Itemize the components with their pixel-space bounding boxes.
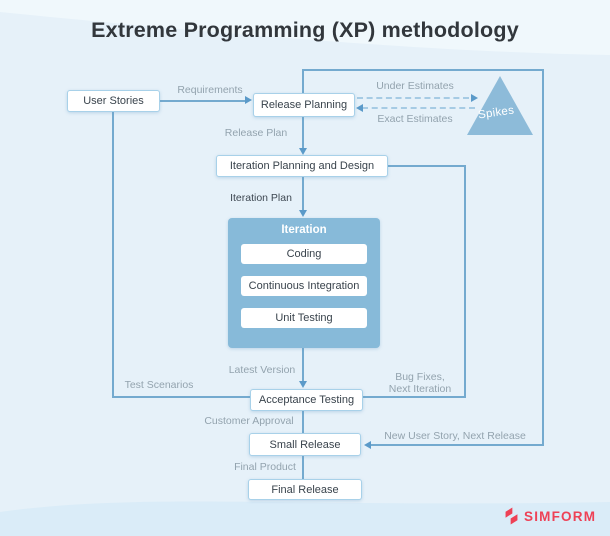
iteration-container: Iteration Coding Continuous Integration …: [228, 218, 380, 348]
connector-test-scenarios-vertical: [112, 112, 114, 398]
connector-bugfix-right: [464, 165, 466, 397]
simform-logo: SIMFORM: [503, 506, 596, 526]
edge-label-customer-approval: Customer Approval: [204, 415, 294, 427]
edge-label-bug-fixes-line2: Next Iteration: [388, 383, 452, 395]
edge-label-latest-version: Latest Version: [228, 364, 296, 376]
connector-iteration-plan: [302, 177, 304, 211]
connector-loop-top: [302, 69, 544, 71]
connector-loop-right: [542, 69, 544, 445]
node-unit-testing: Unit Testing: [241, 308, 367, 328]
arrowhead-requirements: [245, 96, 252, 104]
connector-release-plan: [302, 117, 304, 150]
connector-bugfix-into-acceptance: [363, 396, 466, 398]
connector-exact-estimates: [362, 107, 475, 109]
node-acceptance-testing: Acceptance Testing: [250, 389, 363, 411]
connector-test-scenarios-horizontal: [112, 396, 250, 398]
connector-new-user-story: [369, 444, 544, 446]
iteration-title: Iteration: [281, 224, 327, 236]
edge-label-exact-estimates: Exact Estimates: [377, 113, 453, 125]
edge-label-test-scenarios: Test Scenarios: [124, 379, 194, 391]
connector-loop-into-release-planning: [302, 70, 304, 93]
edge-label-bug-fixes: Bug Fixes, Next Iteration: [380, 371, 460, 395]
connector-requirements: [160, 100, 246, 102]
spikes-triangle: [467, 76, 533, 135]
arrowhead-under-estimates: [471, 94, 478, 102]
arrowhead-new-user-story: [364, 441, 371, 449]
node-continuous-integration: Continuous Integration: [241, 276, 367, 296]
node-user-stories: User Stories: [67, 90, 160, 112]
node-release-planning: Release Planning: [253, 93, 355, 117]
edge-label-under-estimates: Under Estimates: [376, 80, 454, 92]
connector-latest-version: [302, 348, 304, 382]
node-coding: Coding: [241, 244, 367, 264]
simform-icon: [505, 507, 518, 525]
arrowhead-latest-version: [299, 381, 307, 388]
page-title: Extreme Programming (XP) methodology: [91, 18, 519, 42]
simform-logo-text: SIMFORM: [524, 508, 597, 524]
arrowhead-exact-estimates: [356, 104, 363, 112]
edge-label-release-plan: Release Plan: [224, 127, 288, 139]
edge-label-final-product: Final Product: [234, 461, 296, 473]
edge-label-iteration-plan: Iteration Plan: [230, 192, 292, 204]
connector-under-estimates: [357, 97, 469, 99]
arrowhead-iteration-plan: [299, 210, 307, 217]
edge-label-requirements: Requirements: [177, 84, 243, 96]
connector-bugfix-top: [388, 165, 466, 167]
connector-customer-approval: [302, 411, 304, 433]
connector-final-product: [302, 456, 304, 479]
arrowhead-release-plan: [299, 148, 307, 155]
node-small-release: Small Release: [249, 433, 361, 456]
edge-label-new-user-story: New User Story, Next Release: [384, 430, 526, 442]
edge-label-bug-fixes-line1: Bug Fixes,: [395, 371, 445, 383]
node-final-release: Final Release: [248, 479, 362, 500]
node-iteration-planning: Iteration Planning and Design: [216, 155, 388, 177]
